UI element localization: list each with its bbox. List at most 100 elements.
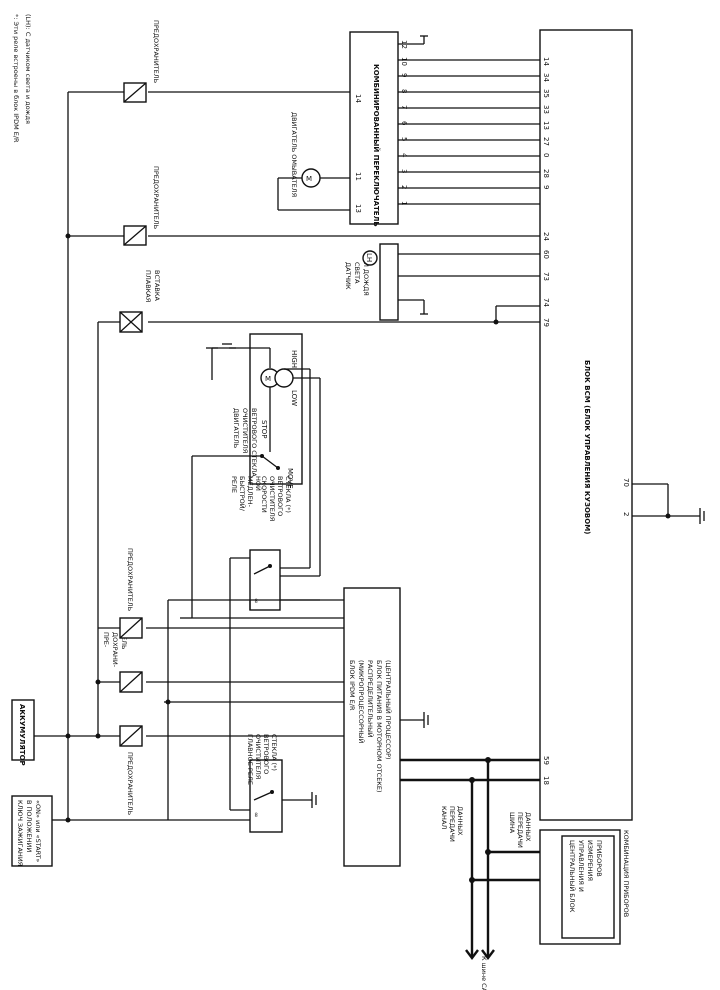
meter-block <box>539 829 621 945</box>
meter-label: КОМБИНАЦИЯ ПРИБОРОВ <box>622 830 630 917</box>
combo-pin-14: 14 <box>354 94 362 103</box>
ignition-label-2: В ПОЛОЖЕНИИ <box>25 800 33 852</box>
bcm-block <box>539 29 633 821</box>
fuse-battery <box>119 725 143 747</box>
bcm-pin-13: 13 <box>542 121 550 130</box>
meter-inner-label-3: ИЗМЕРЕНИЯ <box>586 840 594 881</box>
meter-inner-label-1: ЦЕНТРАЛЬНЫЙ БЛОК <box>568 840 577 913</box>
hi-lo-relay-label-3: МЕДЛЕН- <box>246 476 254 508</box>
ipdm-label-4: БЛОК ПИТАНИЯ В МОТОРНОМ ОТСЕКЕ) <box>375 660 383 793</box>
lh-tag <box>362 250 378 266</box>
combo-pin-3: 3 <box>400 169 408 173</box>
fuse-second-label: ПРЕДОХРАНИТЕЛЬ <box>152 166 160 229</box>
fuse-ipdm-a <box>119 671 143 693</box>
combo-pin-7: 7 <box>400 105 408 109</box>
bcm-pin-70: 70 <box>622 478 630 487</box>
low-label: LOW <box>290 390 298 406</box>
battery-block <box>11 699 35 761</box>
ipdm-label-1: БЛОК IPDM E/R <box>348 660 356 711</box>
bcm-pin-27: 27 <box>542 137 550 146</box>
ipdm-pin-18: 18 <box>542 776 550 785</box>
bcm-pin-0: 0 <box>542 153 550 157</box>
lh-note: (LH): С датчиком света и дождя <box>24 14 32 124</box>
bcm-label: БЛОК BCM (БЛОК УПРАВЛЕНИЯ КУЗОВОМ) <box>583 360 591 534</box>
meter-inner-label-2: УПРАВЛЕНИЯ И <box>577 840 585 892</box>
ignition-label-3: «ON» или «START» <box>34 800 42 862</box>
ipdm-label-2: (МИКРОПРОЦЕССОРНЫЙ <box>357 660 366 743</box>
main-relay-label-1: ГЛАВНОЕ РЕЛЕ <box>246 734 254 785</box>
ipdm-pin-59: 59 <box>542 756 550 765</box>
can-h-label-2: ПЕРЕДАЧИ <box>448 806 456 842</box>
svg-text:M: M <box>265 375 271 383</box>
move-label: MOVE <box>286 468 294 489</box>
bcm-pin-24: 24 <box>542 232 550 241</box>
bcm-pin-14: 14 <box>542 57 550 66</box>
main-relay-label-2: ОЧИСТИТЕЛЯ <box>254 734 262 779</box>
wiper-motor-block <box>249 333 303 485</box>
ignition-switch-block <box>11 795 53 867</box>
asterisk-note: *: Эти реле встроены в блок IPDM E/R <box>12 14 20 143</box>
hi-lo-relay-label-8: СТЕКЛА (*) <box>284 476 292 513</box>
bcm-pin-9: 9 <box>542 185 550 189</box>
fusible-link-label-2: ВСТАВКА <box>153 270 161 301</box>
main-relay-label-3: ВЕТРОВОГО <box>262 734 270 774</box>
combo-pin-4: 4 <box>400 153 408 158</box>
can-l-label-2: ПЕРЕДАЧИ <box>516 812 524 848</box>
stop-label: STOP <box>260 420 268 438</box>
ignition-label-1: КЛЮЧ ЗАЖИГАНИЯ <box>16 800 24 866</box>
combination-switch <box>349 31 399 225</box>
wiper-main-relay <box>249 759 283 833</box>
rain-sensor-label-2: СВЕТА <box>353 262 361 284</box>
bcm-pin-79: 79 <box>542 318 550 327</box>
bcm-pin-60: 60 <box>542 250 550 259</box>
ipdm-label-5: (ЦЕНТРАЛЬНЫЙ ПРОЦЕССОР) <box>384 660 393 760</box>
fuse-ipdm-b-label: ПРЕДОХРАНИТЕЛЬ <box>126 548 134 611</box>
rain-sensor <box>379 243 399 321</box>
wiper-motor-label-1: ДВИГАТЕЛЬ <box>232 408 240 448</box>
can-h-label-1: КАНАЛ <box>440 806 448 829</box>
fuse-top <box>123 82 147 103</box>
main-relay-label-4: СТЕКЛА (*) <box>270 734 278 771</box>
wiper-motor-label-3: ВЕТРОВОГО СТЕКЛА <box>250 408 258 477</box>
fuse-top-label: ПРЕДОХРАНИТЕЛЬ <box>152 20 160 83</box>
fuse-second <box>123 225 147 246</box>
hi-lo-relay-label-2: БЫСТРОЙ/ <box>238 476 247 512</box>
bcm-pin-74: 74 <box>542 298 550 307</box>
combo-pin-10: 10 <box>400 57 408 66</box>
hi-lo-relay-label-1: РЕЛЕ <box>230 476 238 493</box>
combo-pin-1: 1 <box>400 201 408 205</box>
bcm-pin-28: 28 <box>542 169 550 178</box>
fusible-link-label-1: ПЛАВКАЯ <box>144 270 152 302</box>
combo-pin-8: 8 <box>400 89 408 93</box>
meter-inner-label-4: ПРИБОРОВ <box>595 840 603 877</box>
fusible-link <box>119 311 143 333</box>
fuse-ipdm-b <box>119 617 143 639</box>
hi-lo-relay-label-7: ВЕТРОВОГО <box>276 476 284 516</box>
ipdm-block <box>343 587 401 867</box>
ipdm-label-3: РАСПРЕДЕЛИТЕЛЬНЫЙ <box>366 660 375 738</box>
svg-text:LH: LH <box>365 253 373 262</box>
hi-lo-relay-label-4: НОЙ <box>254 476 263 491</box>
combo-pin-5: 5 <box>400 137 408 141</box>
combo-pin-13: 13 <box>354 204 362 213</box>
can-l-label-3: ДАННЫХ <box>524 812 532 842</box>
fuse-ipdm-a-label-2: ДОХРАНИ- <box>111 632 119 668</box>
combo-pin-12: 12 <box>400 40 408 49</box>
svg-text:∞: ∞ <box>252 598 260 604</box>
battery-label: АККУМУЛЯТОР <box>18 704 26 766</box>
combo-pin-11: 11 <box>354 172 362 181</box>
wiper-motor: M <box>260 368 294 388</box>
combo-pin-6: 6 <box>400 121 408 126</box>
combo-pin-2: 2 <box>400 185 408 189</box>
washer-motor: M <box>301 168 321 188</box>
bcm-pin-2: 2 <box>622 512 630 516</box>
hi-lo-relay-label-5: СКОРОСТИ <box>260 476 268 513</box>
combo-pin-9: 9 <box>400 73 408 77</box>
fuse-ipdm-a-label-3: ТЕЛЬ <box>120 631 128 649</box>
svg-text:∞: ∞ <box>252 812 260 818</box>
combination-switch-label: КОМБИНИРОВАННЫЙ ПЕРЕКЛЮЧАТЕЛЬ <box>372 64 381 227</box>
high-label: HIGH <box>290 350 298 368</box>
to-can-label: К шине CAN <box>480 956 488 990</box>
can-l-label-1: ШИНА <box>508 812 516 834</box>
bcm-pin-73: 73 <box>542 272 550 281</box>
